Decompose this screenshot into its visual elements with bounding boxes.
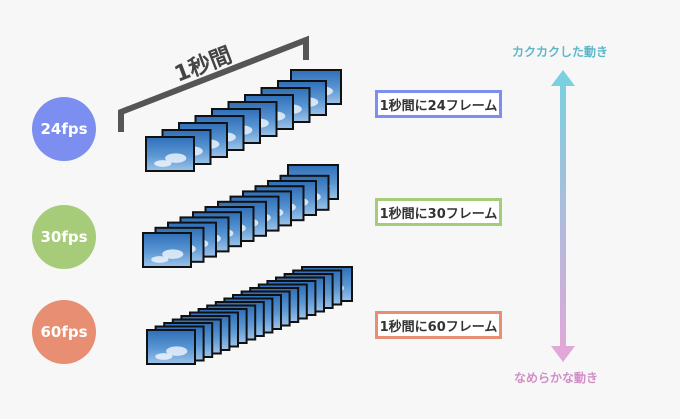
- frames-layer: [142, 69, 353, 365]
- frame-label-30-text: 1秒間に30フレーム: [379, 206, 498, 222]
- choppy-motion-label: カクカクした動き: [512, 45, 609, 59]
- frame-24fps-1: [145, 136, 195, 172]
- arrow-down-head: [551, 346, 575, 362]
- arrow-shaft: [560, 84, 566, 348]
- arrow-up-head: [551, 70, 575, 86]
- fps-circle-60: 60fps: [32, 300, 96, 364]
- fps-label-24: 24fps: [40, 120, 88, 138]
- fps-circle-24: 24fps: [32, 97, 96, 161]
- arrow-layer: [551, 70, 575, 362]
- frame-label-24-text: 1秒間に24フレーム: [379, 98, 498, 114]
- one-second-bracket: [118, 35, 309, 132]
- frame-label-30: 1秒間に30フレーム: [375, 198, 502, 226]
- fps-label-30: 30fps: [40, 228, 88, 246]
- fps-circle-30: 30fps: [32, 205, 96, 269]
- smooth-motion-label: なめらかな動き: [514, 371, 599, 385]
- frame-60fps-1: [146, 329, 196, 365]
- fps-label-60: 60fps: [40, 323, 88, 341]
- frame-label-60-text: 1秒間に60フレーム: [379, 319, 498, 335]
- frame-30fps-1: [142, 232, 192, 268]
- frame-label-24: 1秒間に24フレーム: [375, 90, 502, 118]
- frame-label-60: 1秒間に60フレーム: [375, 311, 502, 339]
